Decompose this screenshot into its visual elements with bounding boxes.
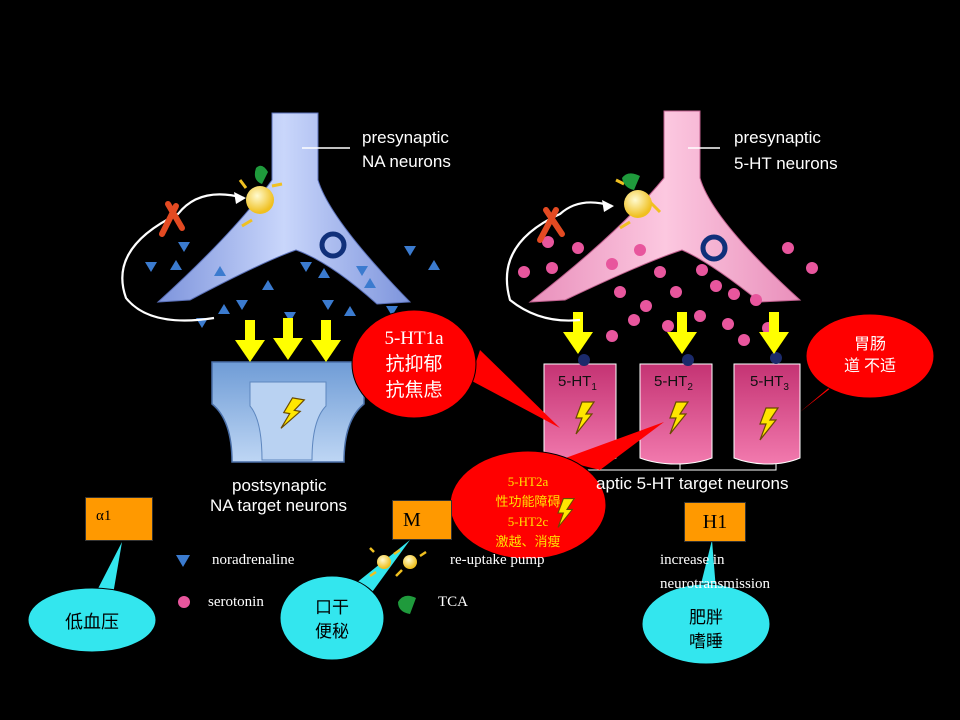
legend-tca: TCA — [438, 594, 468, 610]
postsyn-na-label-1: postsynaptic — [232, 476, 327, 495]
legend-reuptake: re-uptake pump — [450, 552, 545, 568]
cyan-bubble-bp-text: 低血压 — [65, 612, 119, 632]
noradrenaline-molecules — [145, 242, 440, 328]
tca-legend-icon — [398, 595, 416, 614]
na-vesicle — [319, 231, 347, 259]
alpha1-receptor-box: α1 — [85, 497, 153, 541]
na-reuptake-pump — [238, 165, 283, 228]
receptor-label-5ht3: 5-HT3 — [750, 373, 789, 393]
receptor-label-5ht2: 5-HT2 — [654, 373, 693, 393]
cyan-bubble-h1 — [641, 540, 771, 665]
red-bubble-gi-text: 胃肠 道 不适 — [843, 336, 896, 375]
presyn-na-label-1: presynaptic — [362, 128, 449, 147]
reuptake-legend-icon — [369, 547, 427, 578]
cyan-bubble-h1-text: 肥胖 嗜睡 — [689, 608, 723, 651]
na-block-x-mark — [159, 201, 185, 237]
red-bubble-5ht2 — [449, 422, 664, 560]
ht-presynaptic-neuron — [528, 110, 802, 303]
red-bubble-gi — [800, 313, 935, 412]
red-bubble-5ht1a-text: 5-HT1a 抗抑郁 抗焦虑 — [384, 328, 444, 401]
presyn-ht-label-2: 5-HT neurons — [734, 154, 838, 173]
ht-release-arrows — [563, 312, 789, 354]
presyn-ht-label-1: presynaptic — [734, 128, 821, 147]
legend-increase-2: neurotransmission — [660, 576, 770, 592]
na-release-arrows — [235, 318, 341, 362]
presyn-na-label-2: NA neurons — [362, 152, 451, 171]
red-bubble-5ht1a — [351, 309, 560, 428]
m-receptor-box: M — [392, 500, 452, 540]
cyan-bubble-bp — [27, 542, 157, 653]
h1-receptor-box: H1 — [684, 502, 746, 542]
ht-block-x-mark — [537, 207, 565, 243]
legend-serotonin: serotonin — [208, 594, 264, 610]
red-bubble-5ht2-text: 5-HT2a 性功能障碍 5-HT2c 激越、消瘦 — [495, 474, 561, 549]
ht-reuptake-arrow — [505, 200, 614, 322]
serotonin-molecules — [518, 236, 818, 346]
legend-increase-1: increase in — [660, 552, 725, 568]
receptor-label-5ht1: 5-HT1 — [558, 373, 597, 393]
legend-noradrenaline: noradrenaline — [212, 552, 295, 568]
postsyn-ht-label: aptic 5-HT target neurons — [596, 474, 789, 493]
cyan-bubble-mouth-text: 口干 便秘 — [315, 598, 349, 641]
postsyn-na-label-2: NA target neurons — [210, 496, 348, 515]
na-presynaptic-neuron — [156, 112, 412, 305]
ht-reuptake-pump — [615, 173, 662, 230]
ht-vesicle — [700, 234, 728, 262]
serotonin-legend-icon — [178, 596, 190, 608]
noradrenaline-legend-icon — [176, 555, 190, 567]
na-reuptake-arrow — [121, 192, 246, 322]
